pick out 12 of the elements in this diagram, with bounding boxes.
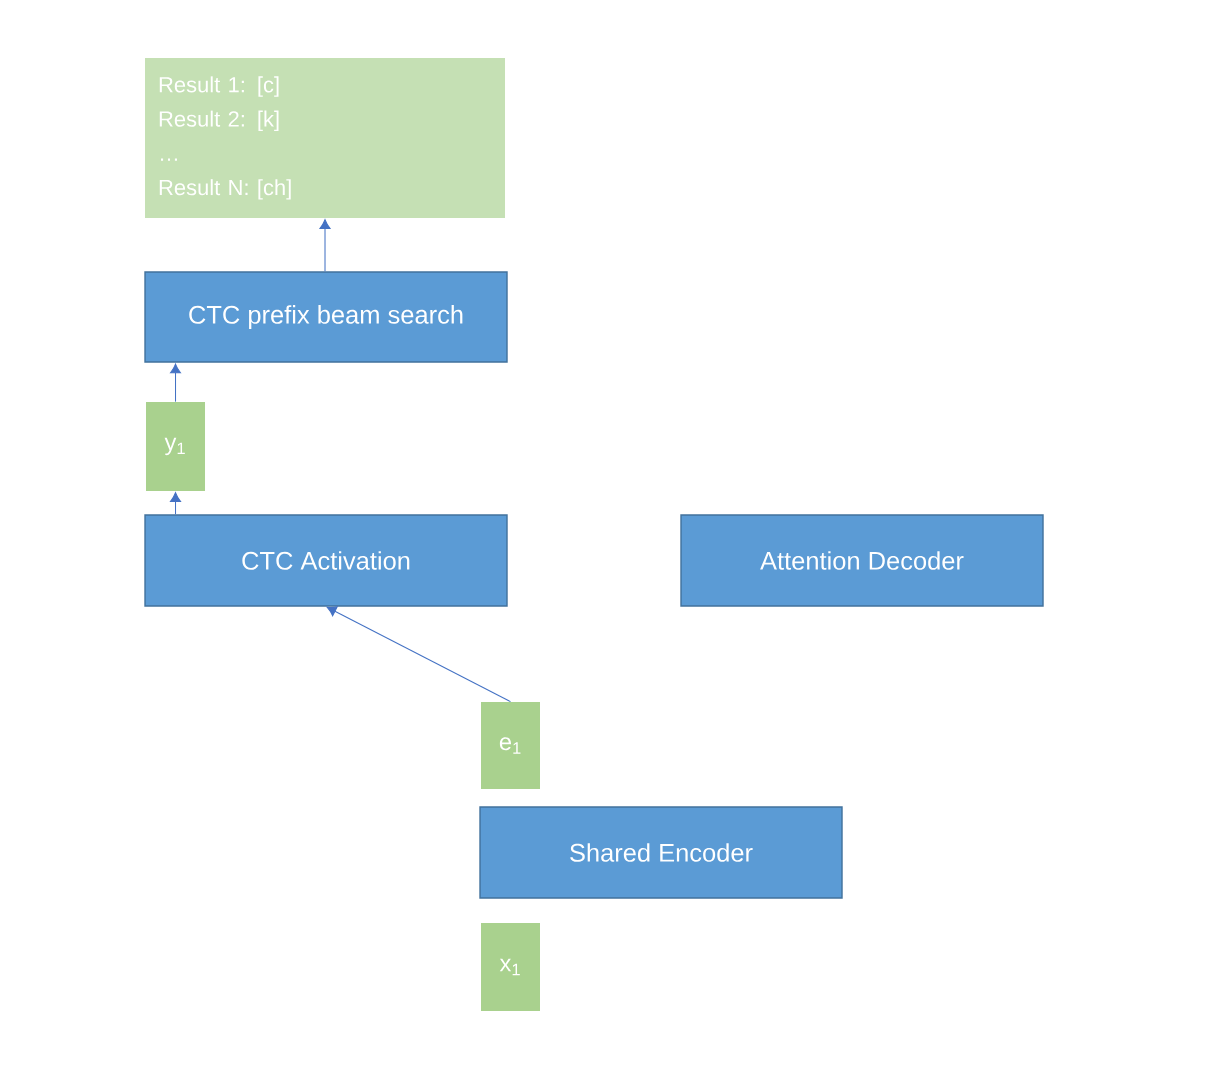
arrow (319, 219, 331, 272)
process-box: CTC prefix beam search (144, 271, 508, 363)
vector-box: e$_{1}$ (481, 702, 540, 789)
arrow (170, 492, 181, 515)
arrow (170, 363, 181, 403)
arrow (326, 606, 512, 703)
result-list-box: Result 1: [c] Result 2: [k] … Result N: [ch] (145, 58, 505, 218)
process-box: Attention Decoder (680, 514, 1044, 607)
vector-box: x$_{1}$ (481, 923, 540, 1011)
process-box: Shared Encoder (479, 806, 843, 899)
vector-box: y$_{1}$ (146, 402, 205, 491)
process-box: CTC Activation (144, 514, 508, 607)
